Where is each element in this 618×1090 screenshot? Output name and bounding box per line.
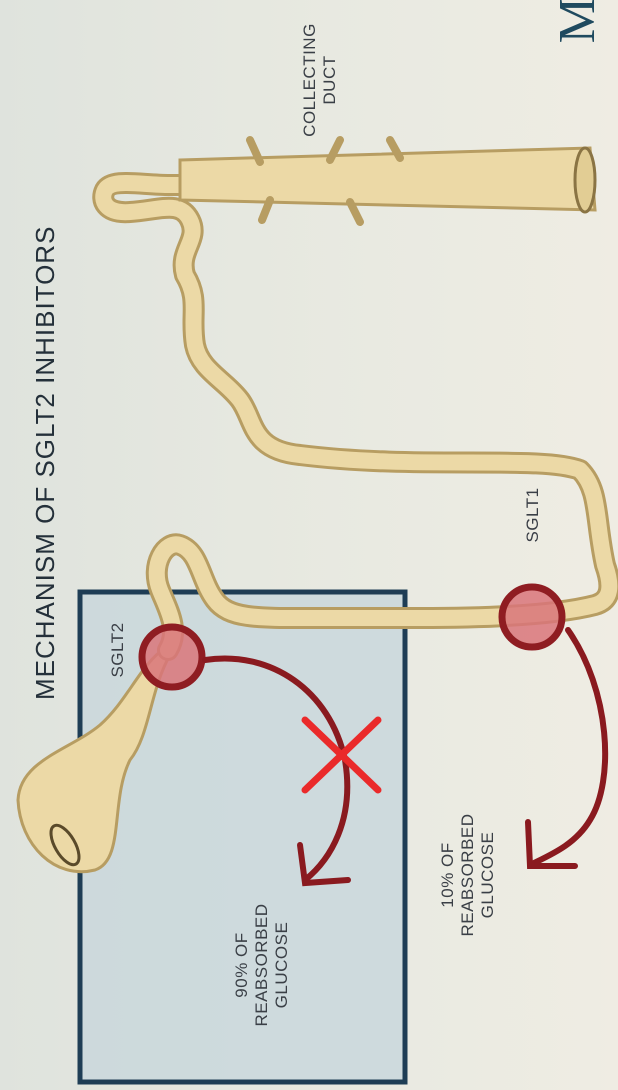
corner-letter: M: [548, 0, 607, 50]
reabsorbed-10-label: 10% OF REABSORBED GLUCOSE: [438, 790, 498, 960]
collecting-duct: [180, 140, 595, 222]
sglt1-transporter: [502, 587, 562, 647]
diagram-title: MECHANISM OF SGLT2 INHIBITORS: [30, 160, 61, 700]
sglt1-reabsorption-arrow: [528, 630, 605, 866]
sglt2-label: SGLT2: [108, 610, 128, 690]
collecting-duct-label: COLLECTING DUCT: [300, 5, 340, 155]
nephron-tubule: [103, 178, 609, 650]
sglt1-label: SGLT1: [523, 475, 543, 555]
reabsorbed-90-label: 90% OF REABSORBED GLUCOSE: [232, 880, 292, 1050]
sglt2-transporter: [142, 627, 202, 687]
